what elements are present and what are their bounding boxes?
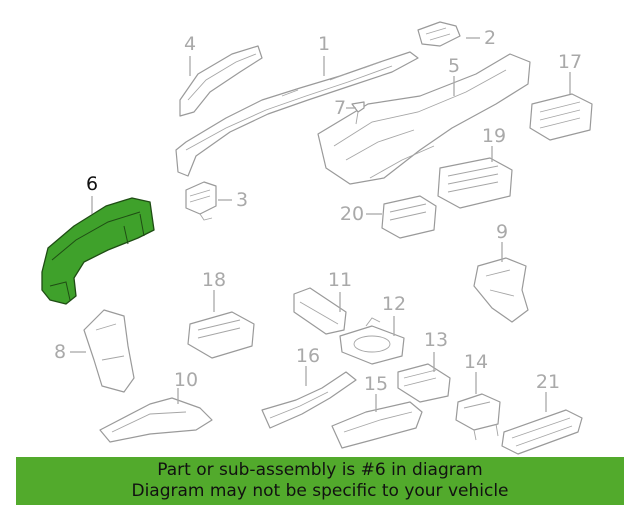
banner-line-disclaimer: Diagram may not be specific to your vehi… <box>131 481 509 501</box>
part-8-duct[interactable] <box>83 309 135 393</box>
part-label-21[interactable]: 21 <box>536 371 560 393</box>
part-1-main-duct[interactable] <box>175 51 419 177</box>
part-18-vent[interactable] <box>187 311 255 359</box>
part-label-14[interactable]: 14 <box>464 351 488 373</box>
part-5-center-assembly[interactable] <box>317 53 531 185</box>
part-label-17[interactable]: 17 <box>558 51 582 73</box>
part-label-3[interactable]: 3 <box>236 189 248 211</box>
part-4-side-duct[interactable] <box>179 45 263 117</box>
part-label-20[interactable]: 20 <box>340 203 364 225</box>
part-21-vent[interactable] <box>501 409 583 455</box>
part-label-1[interactable]: 1 <box>318 33 330 55</box>
part-14-bracket[interactable] <box>455 393 501 441</box>
part-label-18[interactable]: 18 <box>202 269 226 291</box>
part-labels: 1 2 3 4 5 6 7 8 9 10 11 12 13 14 15 16 1… <box>54 27 582 395</box>
part-label-7[interactable]: 7 <box>334 97 346 119</box>
part-label-6[interactable]: 6 <box>86 173 98 195</box>
part-label-15[interactable]: 15 <box>364 373 388 395</box>
part-19-vent[interactable] <box>437 157 513 209</box>
banner-line-part: Part or sub-assembly is #6 in diagram <box>157 460 483 480</box>
part-13-vent[interactable] <box>397 363 451 403</box>
part-label-11[interactable]: 11 <box>328 269 352 291</box>
part-label-4[interactable]: 4 <box>184 33 196 55</box>
part-label-16[interactable]: 16 <box>296 345 320 367</box>
part-2-nozzle[interactable] <box>417 21 461 47</box>
info-banner: Part or sub-assembly is #6 in diagram Di… <box>16 457 624 505</box>
part-3-vent[interactable] <box>185 181 217 221</box>
part-label-10[interactable]: 10 <box>174 369 198 391</box>
exploded-parts-diagram: 1 2 3 4 5 6 7 8 9 10 11 12 13 14 15 16 1… <box>41 21 593 455</box>
part-label-12[interactable]: 12 <box>382 293 406 315</box>
part-16-duct[interactable] <box>261 371 357 429</box>
part-12-blower[interactable] <box>339 317 405 365</box>
leader-lines <box>70 37 571 412</box>
part-9-housing[interactable] <box>473 257 529 323</box>
part-7-screw[interactable] <box>351 101 365 125</box>
part-label-2[interactable]: 2 <box>484 27 496 49</box>
part-17-vent[interactable] <box>529 93 593 141</box>
part-11-duct[interactable] <box>293 287 347 335</box>
part-20-vent[interactable] <box>381 195 437 239</box>
part-label-8[interactable]: 8 <box>54 341 66 363</box>
part-15-duct[interactable] <box>331 401 423 449</box>
part-10-duct[interactable] <box>99 397 213 443</box>
part-6-highlighted-duct[interactable] <box>41 197 155 305</box>
part-label-5[interactable]: 5 <box>448 55 460 77</box>
part-label-13[interactable]: 13 <box>424 329 448 351</box>
part-label-9[interactable]: 9 <box>496 221 508 243</box>
part-label-19[interactable]: 19 <box>482 125 506 147</box>
